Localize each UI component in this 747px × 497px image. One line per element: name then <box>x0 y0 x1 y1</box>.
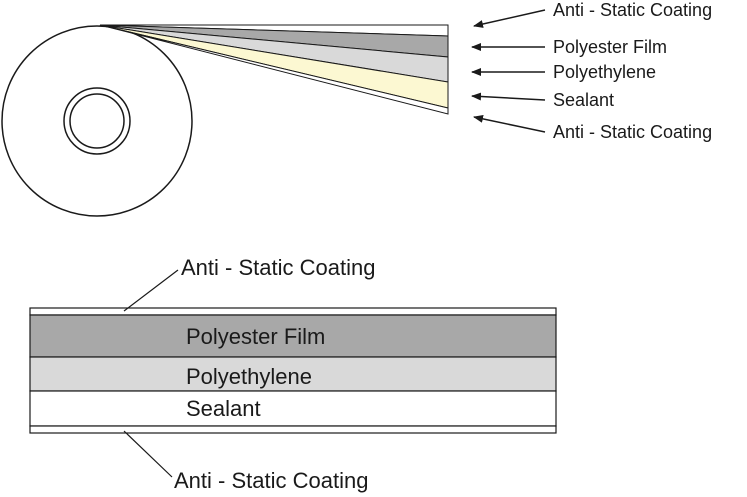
roll-core-inner <box>69 93 125 149</box>
roll-labels: Anti - Static Coating Polyester Film Pol… <box>553 0 712 142</box>
cross-layer-polyethylene <box>29 356 557 392</box>
arrow-bottom-coating <box>473 114 546 133</box>
cross-layer-polyester <box>29 314 557 358</box>
cross-label-polyethylene: Polyethylene <box>186 364 312 389</box>
layer-fan-bottom-coating <box>99 24 449 115</box>
cross-label-top-coating: Anti - Static Coating <box>181 255 375 280</box>
unwound-film-layers <box>99 24 449 115</box>
roll-label-polyethylene: Polyethylene <box>553 62 656 82</box>
roll-label-top-coating: Anti - Static Coating <box>553 0 712 20</box>
cross-section: Anti - Static Coating Polyester Film Pol… <box>29 255 557 493</box>
cross-layer-sealant <box>29 390 557 427</box>
cross-layer-bottom-coating <box>29 425 557 434</box>
roll-callout-arrows <box>471 9 546 133</box>
cross-label-sealant: Sealant <box>186 396 261 421</box>
arrow-sealant <box>471 92 546 101</box>
cross-label-bottom-coating: Anti - Static Coating <box>174 468 368 493</box>
cross-label-polyester: Polyester Film <box>186 324 325 349</box>
roll-label-bottom-coating: Anti - Static Coating <box>553 122 712 142</box>
arrow-top-coating <box>473 9 546 28</box>
cross-layer-top-coating <box>29 307 557 316</box>
leader-top-coating <box>123 269 179 312</box>
roll-label-sealant: Sealant <box>553 90 614 110</box>
film-roll <box>1 25 193 217</box>
roll-label-polyester: Polyester Film <box>553 37 667 57</box>
leader-bottom-coating <box>123 430 173 478</box>
